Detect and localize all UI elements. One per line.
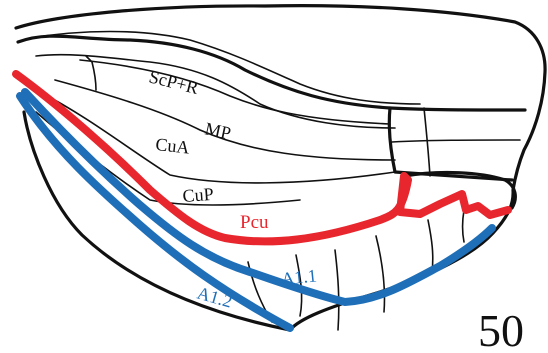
a1-1-vein <box>25 92 492 302</box>
crossvein-3 <box>463 210 465 242</box>
apical-cell-top <box>424 108 430 176</box>
label-cup: CuP <box>182 184 214 206</box>
label-pcu: Pcu <box>240 212 269 233</box>
apical-cell <box>389 108 512 180</box>
label-mp: MP <box>203 118 233 143</box>
label-cua: CuA <box>155 134 191 157</box>
label-a1-2: A1.2 <box>195 283 235 312</box>
scp-r-vein <box>80 60 390 124</box>
crossvein-1 <box>376 236 385 312</box>
apical-cell-cross <box>392 140 520 142</box>
label-a1-1: A1.1 <box>280 265 317 289</box>
costal-vein-lower <box>36 55 395 128</box>
figure-number: 50 <box>478 305 524 353</box>
crossvein-2 <box>428 220 433 272</box>
crossvein-4 <box>335 250 339 330</box>
